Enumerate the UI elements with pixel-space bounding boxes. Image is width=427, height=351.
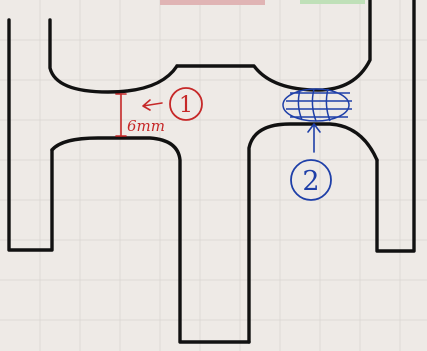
marker-2-number: 2	[302, 166, 319, 197]
marker-1-number: 1	[179, 93, 193, 118]
top-strip-red	[160, 0, 265, 5]
top-strip-green	[300, 0, 365, 4]
gap-1-measurement-label: 6mm	[127, 117, 165, 135]
